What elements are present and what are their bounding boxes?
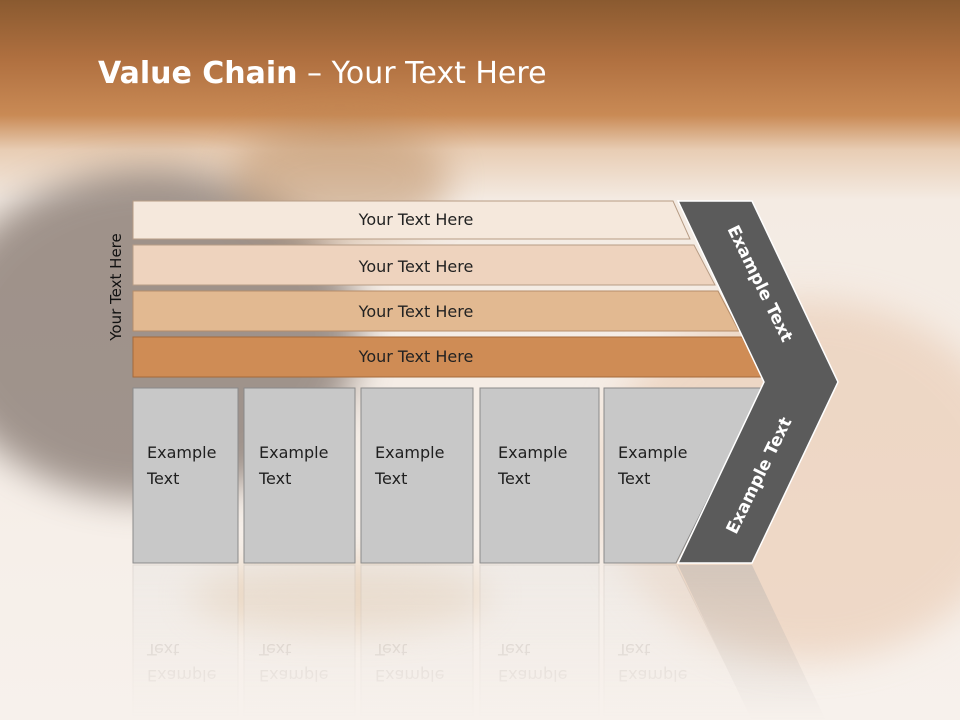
band-1-label: Your Text Here: [358, 210, 474, 229]
reflection-mirror: Example Text Example Text Example Text E…: [132, 564, 826, 720]
reflection-text-2a: Example: [259, 666, 328, 685]
band-2: Your Text Here: [132, 244, 716, 286]
reflection-group: Example Text Example Text Example Text E…: [132, 564, 826, 720]
band-2-shape: [132, 244, 716, 286]
reflection-column-4: [479, 564, 600, 720]
reflection-text-2b: Text: [258, 640, 291, 659]
band-4: Your Text Here: [132, 336, 764, 378]
column-3-line2: Text: [374, 469, 407, 488]
band-4-label: Your Text Here: [358, 347, 474, 366]
reflection-text-3a: Example: [375, 666, 444, 685]
slide-title-bold: Value Chain: [98, 56, 298, 91]
reflection-text-3b: Text: [374, 640, 407, 659]
reflection-column-1: [132, 564, 239, 720]
band-1-shape: [132, 200, 691, 240]
band-3-label: Your Text Here: [358, 302, 474, 321]
column-4-shape: [479, 387, 600, 564]
column-2-line1: Example: [259, 443, 328, 462]
column-5-line1: Example: [618, 443, 687, 462]
chevron-shape: [676, 200, 839, 564]
column-3-line1: Example: [375, 443, 444, 462]
column-4: Example Text: [479, 387, 600, 564]
reflection-text-4a: Example: [498, 666, 567, 685]
band-3: Your Text Here: [132, 290, 740, 332]
reflection-text-5b: Text: [617, 640, 650, 659]
slide-title: Value Chain – Your Text Here: [98, 56, 547, 91]
reflection-column-5: [603, 564, 754, 720]
slide-title-rest: – Your Text Here: [297, 56, 547, 91]
column-5: Example Text: [603, 387, 764, 564]
column-1-shape: [132, 387, 239, 564]
reflection-text-4b: Text: [497, 640, 530, 659]
reflection-text-1a: Example: [147, 666, 216, 685]
column-4-line2: Text: [497, 469, 530, 488]
band-2-label: Your Text Here: [358, 257, 474, 276]
column-5-line2: Text: [617, 469, 650, 488]
reflection-text-5a: Example: [618, 666, 687, 685]
column-1: Example Text: [132, 387, 239, 564]
column-3-shape: [360, 387, 474, 564]
reflection-column-3: [360, 564, 474, 720]
column-1-line2: Text: [146, 469, 179, 488]
column-2: Example Text: [243, 387, 356, 564]
reflection-text-1b: Text: [146, 640, 179, 659]
band-group: Your Text Here Your Text Here Your Text …: [132, 200, 764, 378]
column-group: Example Text Example Text Example Text E…: [132, 387, 764, 564]
reflection-column-2: [243, 564, 356, 720]
column-2-shape: [243, 387, 356, 564]
column-4-line1: Example: [498, 443, 567, 462]
column-3: Example Text: [360, 387, 474, 564]
reflection-chevron: [678, 565, 826, 720]
column-1-line1: Example: [147, 443, 216, 462]
band-1: Your Text Here: [132, 200, 691, 240]
column-5-shape: [603, 387, 764, 564]
column-2-line2: Text: [258, 469, 291, 488]
